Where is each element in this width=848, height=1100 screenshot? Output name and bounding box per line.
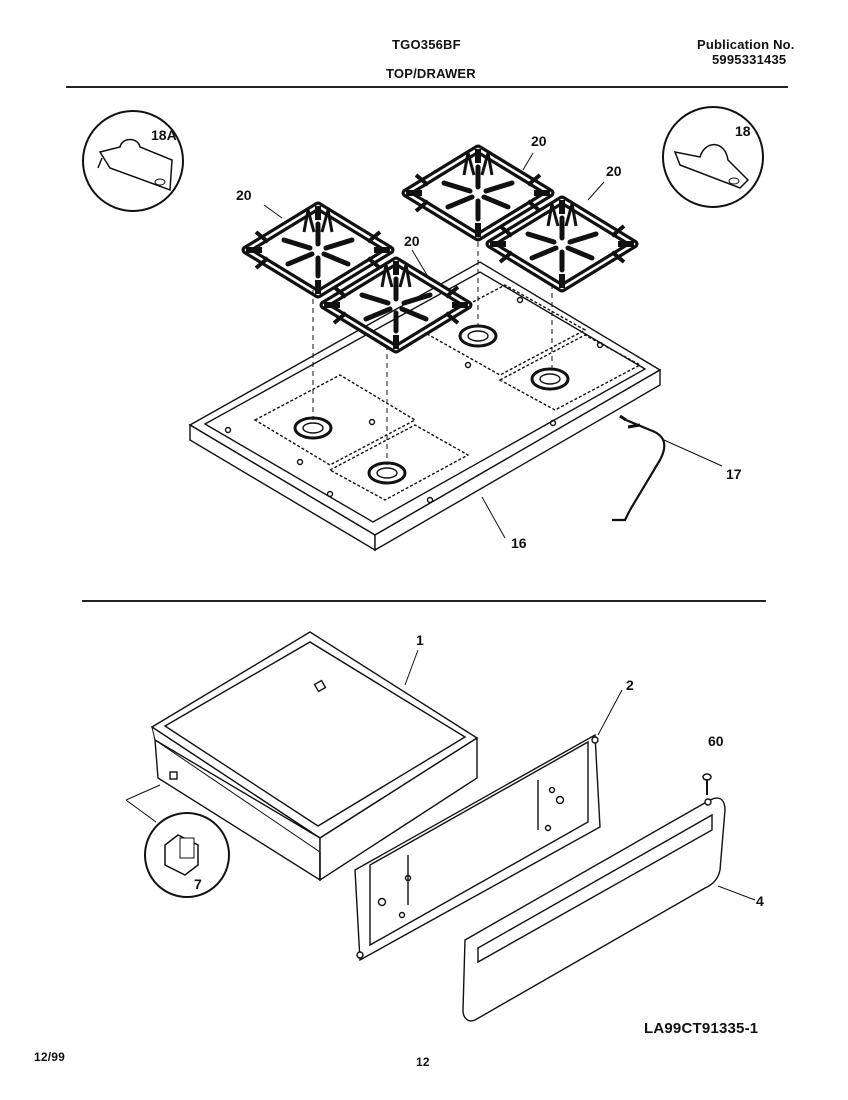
header-rule — [66, 86, 788, 88]
drawer-front-panel — [462, 797, 726, 1022]
detail-circle-18 — [662, 106, 764, 208]
alignment-lines — [312, 233, 553, 465]
callout-17: 17 — [726, 466, 742, 482]
footer-date: 12/99 — [34, 1050, 66, 1064]
model-number: TGO356BF — [392, 37, 461, 52]
callout-4: 4 — [756, 893, 764, 909]
callout-18a: 18A — [151, 127, 177, 143]
callout-7: 7 — [194, 876, 202, 892]
detail-circle-18a — [82, 110, 184, 212]
publication-number: 5995331435 — [712, 52, 787, 67]
callout-20-right-top: 20 — [606, 163, 622, 179]
callout-1: 1 — [416, 632, 424, 648]
page-number: 12 — [416, 1055, 430, 1069]
leader-lines — [263, 152, 756, 901]
callout-20-center-top: 20 — [531, 133, 547, 149]
callout-16: 16 — [511, 535, 527, 551]
cooktop-main-top — [188, 261, 662, 552]
section-title: TOP/DRAWER — [386, 66, 476, 81]
publication-label: Publication No. — [697, 37, 795, 52]
drawing-id: LA99CT91335-1 — [644, 1020, 759, 1037]
callout-60: 60 — [708, 733, 724, 749]
igniter-wire — [612, 414, 666, 522]
callout-20-left: 20 — [236, 187, 252, 203]
callout-20-front: 20 — [404, 233, 420, 249]
screw — [702, 773, 712, 795]
drawer-body — [150, 631, 479, 882]
drawer-frame — [354, 733, 601, 962]
callout-18: 18 — [735, 123, 751, 139]
section-divider — [82, 600, 766, 602]
detail-circle-7 — [125, 784, 230, 898]
callout-2: 2 — [626, 677, 634, 693]
